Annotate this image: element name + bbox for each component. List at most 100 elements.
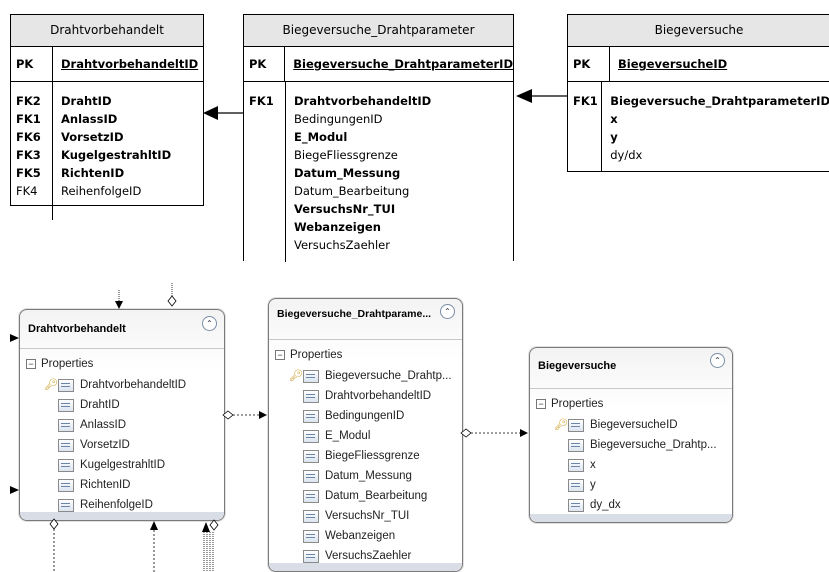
association-stub[interactable]	[10, 334, 19, 342]
entity-drahtvorbehandelt[interactable]: Drahtvorbehandelt ⌃ − Properties 🔑︎Draht…	[19, 309, 225, 521]
table-title: Biegeversuche	[568, 15, 829, 47]
property-row[interactable]: VorsetzID	[44, 435, 224, 455]
property-row[interactable]: ReihenfolgeID	[44, 495, 224, 515]
property-row[interactable]: 🔑︎BiegeversucheID	[554, 415, 732, 435]
association-line[interactable]	[222, 410, 267, 420]
fk-key: FK1	[249, 94, 274, 108]
property-row[interactable]: AnlassID	[44, 415, 224, 435]
property-name: RichtenID	[80, 479, 131, 491]
property-row[interactable]: RichtenID	[44, 475, 224, 495]
association-stub[interactable]	[49, 518, 59, 572]
field: Datum_Bearbeitung	[294, 184, 410, 198]
entity-biegeversuche-drahtparameter[interactable]: Biegeversuche_Drahtparame... ⌃ − Propert…	[268, 298, 463, 572]
relationship-line[interactable]	[516, 89, 567, 103]
minus-box-icon[interactable]: −	[275, 350, 285, 360]
property-name: E_Modul	[325, 430, 371, 442]
properties-group[interactable]: − Properties	[269, 346, 462, 364]
property-name: BiegeversucheID	[590, 419, 678, 431]
fk-key: FK1	[16, 112, 41, 126]
property-name: Datum_Messung	[325, 470, 412, 482]
field: VersuchsZaehler	[294, 238, 390, 252]
property-row[interactable]: DrahtID	[44, 395, 224, 415]
property-row[interactable]: Datum_Bearbeitung	[289, 486, 462, 506]
minus-box-icon[interactable]: −	[536, 399, 546, 409]
property-name: DrahtvorbehandeltID	[80, 379, 187, 391]
property-row[interactable]: E_Modul	[289, 426, 462, 446]
pk-field: BiegeversucheID	[618, 57, 728, 71]
property-icon	[58, 398, 74, 412]
field: dy/dx	[610, 148, 643, 162]
property-row[interactable]: 🔑︎Biegeversuche_Drahtp...	[289, 366, 462, 386]
properties-label: Properties	[551, 398, 604, 410]
pk-key-label: PK	[11, 47, 53, 81]
property-name: Biegeversuche_Drahtp...	[325, 370, 452, 382]
property-icon	[303, 409, 319, 423]
property-icon	[303, 549, 319, 563]
property-row[interactable]: BedingungenID	[289, 406, 462, 426]
pk-field: Biegeversuche_DrahtparameterID	[293, 57, 513, 71]
property-icon	[58, 478, 74, 492]
property-row[interactable]: KugelgestrahltID	[44, 455, 224, 475]
field: VersuchsNr_TUI	[294, 202, 396, 216]
field: x	[610, 112, 618, 126]
properties-group[interactable]: − Properties	[530, 395, 732, 413]
property-name: BedingungenID	[325, 410, 405, 422]
property-row[interactable]: Datum_Messung	[289, 466, 462, 486]
entity-title: Biegeversuche_Drahtparame...	[277, 308, 432, 320]
property-name: BiegeFliessgrenze	[325, 450, 420, 462]
association-line[interactable]	[460, 428, 528, 438]
key-icon: 🔑︎	[44, 379, 58, 391]
property-row[interactable]: DrahtvorbehandeltID	[289, 386, 462, 406]
property-name: dy_dx	[590, 499, 621, 511]
property-icon	[303, 449, 319, 463]
minus-box-icon[interactable]: −	[26, 359, 36, 369]
field: AnlassID	[61, 112, 118, 126]
field: Biegeversuche_DrahtparameterID	[610, 94, 829, 108]
property-name: Datum_Bearbeitung	[325, 490, 428, 502]
association-stub[interactable]	[150, 521, 158, 572]
association-stub[interactable]	[167, 283, 177, 307]
property-row[interactable]: y	[554, 475, 732, 495]
field: DrahtID	[61, 94, 112, 108]
entity-title: Biegeversuche	[538, 360, 617, 372]
field: RichtenID	[61, 166, 125, 180]
property-icon	[303, 529, 319, 543]
property-name: VorsetzID	[80, 439, 130, 451]
field: Webanzeigen	[294, 220, 381, 234]
field: Datum_Messung	[294, 166, 401, 180]
table-drahtvorbehandelt[interactable]: Drahtvorbehandelt PK DrahtvorbehandeltID…	[10, 14, 204, 220]
property-icon	[58, 418, 74, 432]
association-stub[interactable]	[115, 290, 123, 309]
property-name: ReihenfolgeID	[80, 499, 153, 511]
property-row[interactable]: VersuchsZaehler	[289, 546, 462, 566]
property-row[interactable]: BiegeFliessgrenze	[289, 446, 462, 466]
double-chevron-up-icon[interactable]: ⌃	[202, 316, 217, 331]
fk-key: FK3	[16, 148, 41, 162]
property-name: y	[590, 479, 596, 491]
fk-key: FK6	[16, 130, 41, 144]
property-row[interactable]: dy_dx	[554, 495, 732, 515]
fk-key: FK4	[16, 184, 38, 198]
properties-label: Properties	[41, 358, 94, 370]
association-stub[interactable]	[10, 486, 19, 494]
properties-group[interactable]: − Properties	[20, 355, 224, 373]
property-row[interactable]: Webanzeigen	[289, 526, 462, 546]
association-stub[interactable]	[202, 519, 219, 572]
properties-label: Properties	[290, 349, 343, 361]
property-row[interactable]: VersuchsNr_TUI	[289, 506, 462, 526]
property-icon	[568, 458, 584, 472]
property-row[interactable]: x	[554, 455, 732, 475]
property-icon	[58, 458, 74, 472]
property-row[interactable]: 🔑︎ DrahtvorbehandeltID	[44, 375, 224, 395]
property-name: VersuchsNr_TUI	[325, 510, 410, 522]
double-chevron-up-icon[interactable]: ⌃	[440, 304, 455, 319]
property-icon	[303, 389, 319, 403]
relationship-line[interactable]	[203, 106, 243, 120]
table-biegeversuche-drahtparameter[interactable]: Biegeversuche_Drahtparameter PK Biegever…	[243, 14, 514, 262]
table-biegeversuche[interactable]: Biegeversuche PK BiegeversucheID FK1 Bie…	[567, 14, 829, 172]
entity-biegeversuche[interactable]: Biegeversuche ⌃ − Properties 🔑︎Biegevers…	[529, 347, 733, 523]
double-chevron-up-icon[interactable]: ⌃	[710, 353, 725, 368]
property-row[interactable]: Biegeversuche_Drahtp...	[554, 435, 732, 455]
property-icon	[568, 418, 584, 432]
property-name: DrahtID	[80, 399, 120, 411]
